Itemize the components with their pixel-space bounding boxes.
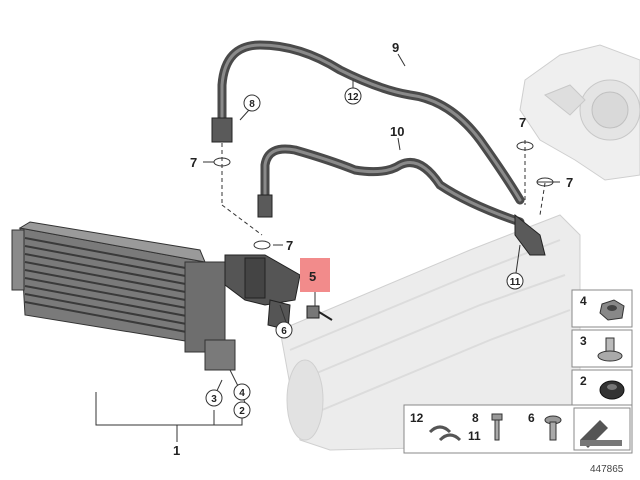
hose-10 (257, 144, 546, 256)
label-10: 10 (390, 124, 404, 139)
callout-8: 8 (243, 94, 261, 112)
legend-label-2: 2 (580, 374, 587, 388)
callout-12: 12 (344, 87, 362, 105)
orings (213, 141, 554, 250)
legend-label-8: 8 (472, 411, 479, 425)
label-9: 9 (392, 40, 399, 55)
legend-bottom-panel: 12 8 11 6 (403, 404, 633, 454)
engine-pump (519, 44, 640, 181)
label-7c: 7 (519, 115, 526, 130)
bolt-5 (306, 305, 333, 321)
label-5: 5 (309, 269, 316, 284)
legend-label-6: 6 (528, 411, 535, 425)
callout-3: 3 (205, 389, 223, 407)
callout-6: 6 (275, 321, 293, 339)
label-7a: 7 (190, 155, 197, 170)
oil-cooler (11, 221, 236, 371)
legend-label-3: 3 (580, 334, 587, 348)
legend-label-4: 4 (580, 294, 587, 308)
callout-4: 4 (233, 383, 251, 401)
legend-label-11: 11 (468, 429, 481, 443)
svg-text:8: 8 (249, 99, 255, 110)
legend-label-12: 12 (410, 411, 424, 425)
bracket (224, 254, 301, 331)
label-7d: 7 (566, 175, 573, 190)
highlight-box (300, 258, 330, 292)
hose-9 (211, 40, 525, 205)
label-7b: 7 (286, 238, 293, 253)
svg-text:6: 6 (281, 326, 287, 337)
callout-2: 2 (233, 401, 251, 419)
svg-text:12: 12 (347, 92, 359, 103)
label-1: 1 (173, 443, 180, 458)
callout-11: 11 (506, 272, 524, 290)
diagram-number: 447865 (590, 464, 624, 475)
transmission-housing (279, 214, 581, 451)
svg-text:3: 3 (211, 394, 217, 405)
svg-text:4: 4 (239, 388, 245, 399)
svg-text:11: 11 (510, 277, 521, 288)
legend-panel: 4 3 2 (571, 289, 633, 408)
svg-text:2: 2 (239, 406, 245, 417)
